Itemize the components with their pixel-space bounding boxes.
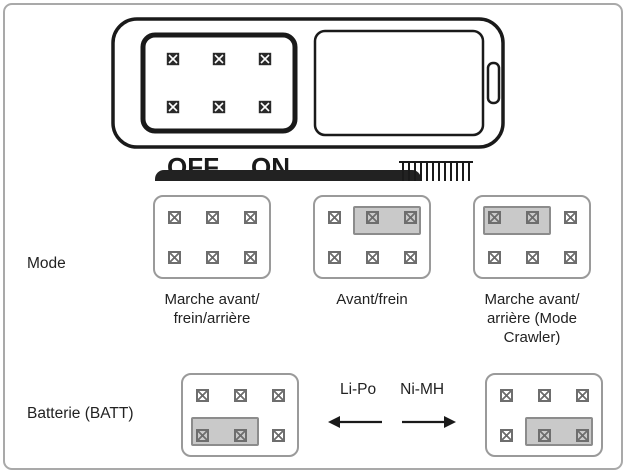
lipo-label: Li-Po — [339, 381, 377, 398]
grip-hatching — [399, 161, 473, 181]
battery-option-nimh — [481, 373, 607, 457]
pin-icon — [243, 250, 257, 264]
pin-icon — [563, 210, 577, 224]
pin-icon — [233, 388, 247, 402]
pin-icon — [537, 428, 551, 442]
manual-figure: OFF ON Mode — [3, 3, 623, 470]
pin-icon — [233, 428, 247, 442]
pin-icon — [271, 388, 285, 402]
pin-icon — [167, 210, 181, 224]
pin-icon — [365, 210, 379, 224]
battery-label: Batterie (BATT) — [27, 405, 134, 422]
battery-jumper-diagram-lipo — [181, 373, 299, 457]
mode-section: Mode Marche avant/ frein/arrière Avant/f… — [5, 195, 621, 347]
pin-icon — [487, 250, 501, 264]
mode-jumper-diagram-2 — [313, 195, 431, 279]
pin-icon — [167, 250, 181, 264]
pin-connector-block — [140, 32, 298, 134]
pin-icon — [195, 388, 209, 402]
pin-icon — [499, 428, 513, 442]
right-arrow-icon — [402, 416, 456, 428]
transmitter-top-view: OFF ON — [5, 11, 621, 181]
battery-chemistry-selector: Li-Po Ni-MH — [307, 381, 477, 429]
pin-icon — [195, 428, 209, 442]
pin-icon — [403, 210, 417, 224]
pin-icon — [205, 210, 219, 224]
pin-icon — [365, 250, 379, 264]
battery-jumper-diagram-nimh — [485, 373, 603, 457]
direction-arrows — [328, 415, 456, 429]
pin-icon — [563, 250, 577, 264]
battery-option-lipo — [177, 373, 303, 457]
mode-jumper-diagram-3 — [473, 195, 591, 279]
switch-slot-bar — [155, 170, 421, 181]
side-switch — [486, 61, 501, 105]
chemistry-labels: Li-Po Ni-MH — [340, 381, 444, 399]
pin-icon — [327, 210, 341, 224]
cover-panel — [313, 29, 485, 137]
pin-icon — [205, 250, 219, 264]
mode-option-caption: Marche avant/ frein/arrière — [164, 291, 260, 327]
pin-icon — [525, 210, 539, 224]
mode-option-3: Marche avant/ arrière (Mode Crawler) — [469, 195, 595, 347]
device-drawing: OFF ON — [111, 17, 505, 181]
pin-icon — [243, 210, 257, 224]
mode-option-caption: Marche avant/ arrière (Mode Crawler) — [484, 291, 580, 346]
pin-icon — [575, 428, 589, 442]
mode-jumper-diagram-1 — [153, 195, 271, 279]
pin-icon — [327, 250, 341, 264]
mode-options: Marche avant/ frein/arrière Avant/frein … — [149, 195, 595, 347]
pin-icon — [271, 428, 285, 442]
pin-icon — [499, 388, 513, 402]
left-arrow-icon — [328, 416, 382, 428]
pin-icon — [403, 250, 417, 264]
pin-icon — [537, 388, 551, 402]
battery-section: Batterie (BATT) Li-Po Ni-MH — [5, 373, 621, 457]
pin-icon — [487, 210, 501, 224]
mode-option-2: Avant/frein — [309, 195, 435, 347]
connector-pins-icon — [165, 51, 273, 115]
pin-icon — [525, 250, 539, 264]
mode-option-1: Marche avant/ frein/arrière — [149, 195, 275, 347]
mode-label: Mode — [27, 255, 66, 272]
pin-icon — [575, 388, 589, 402]
mode-option-caption: Avant/frein — [336, 291, 408, 308]
nimh-label: Ni-MH — [400, 381, 445, 398]
